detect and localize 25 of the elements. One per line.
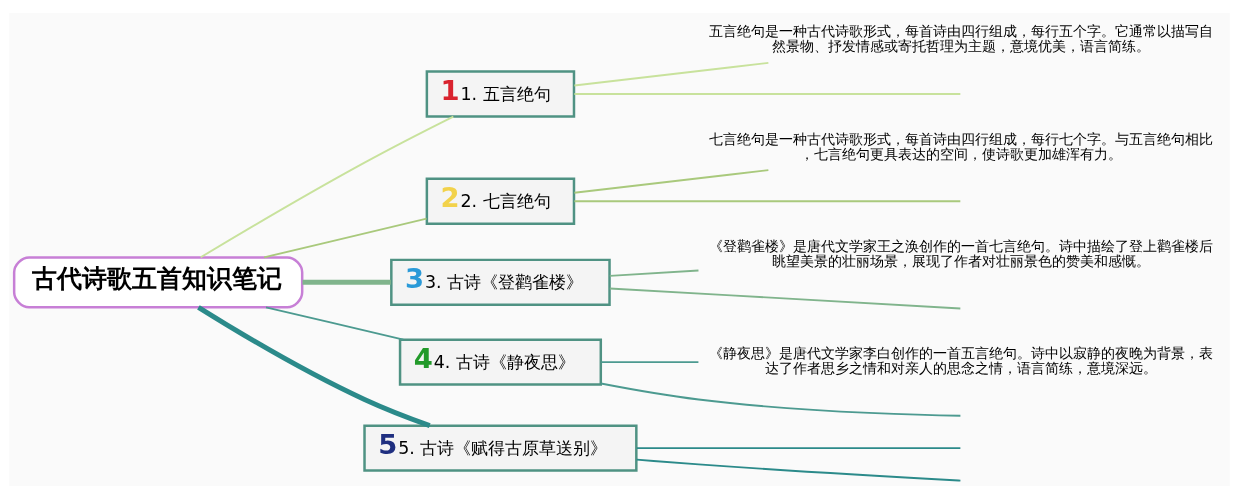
- node-box: 55. 古诗《赋得古原草送别》: [363, 423, 638, 472]
- connector: [600, 382, 962, 417]
- connector: [573, 61, 770, 86]
- connector: [600, 360, 700, 363]
- node-box: 古代诗歌五首知识笔记: [12, 255, 304, 308]
- node-text: 七言绝句是一种古代诗歌形式，每首诗由四行组成，每行七个字。与五言绝句相比，七言绝句更具表达的空间，使诗歌更加雄浑有力。: [708, 130, 1213, 162]
- connector: [573, 199, 962, 202]
- node-text: 《静夜思》是唐代文学家李白创作的一首五言绝句。诗中以寂静的夜晚为背景，表达了作者思乡之情和对亲人的思念之情，语言简练，意境深远。: [708, 344, 1213, 376]
- connector: [573, 168, 770, 194]
- connector: [263, 217, 428, 258]
- connector: [608, 287, 962, 309]
- connector: [197, 304, 431, 428]
- connector: [635, 446, 962, 449]
- connector: [573, 92, 962, 95]
- node-box: 22. 七言绝句: [425, 177, 576, 225]
- node-text: 《登鹳雀楼》是唐代文学家王之涣创作的一首七言绝句。诗中描绘了登上鹳雀楼后眺望美景的壮丽场景，展现了作者对壮丽景色的赞美和感慨。: [708, 237, 1213, 269]
- connector: [635, 458, 962, 481]
- connector: [265, 305, 405, 341]
- connector: [608, 269, 700, 277]
- node-box: 3 3. 古诗《登鹳雀楼》: [390, 258, 611, 306]
- node-box: 1 1. 五言绝句: [425, 69, 576, 118]
- connector: [199, 115, 455, 258]
- node-box: 44. 古诗《静夜思》: [398, 337, 603, 386]
- node-text: 五言绝句是一种古代诗歌形式，每首诗由四行组成，每行五个字。它通常以描写自然景物、抒发情感或寄托哲理为主题，意境优美，语言简练。: [708, 22, 1213, 54]
- connector: [302, 279, 391, 285]
